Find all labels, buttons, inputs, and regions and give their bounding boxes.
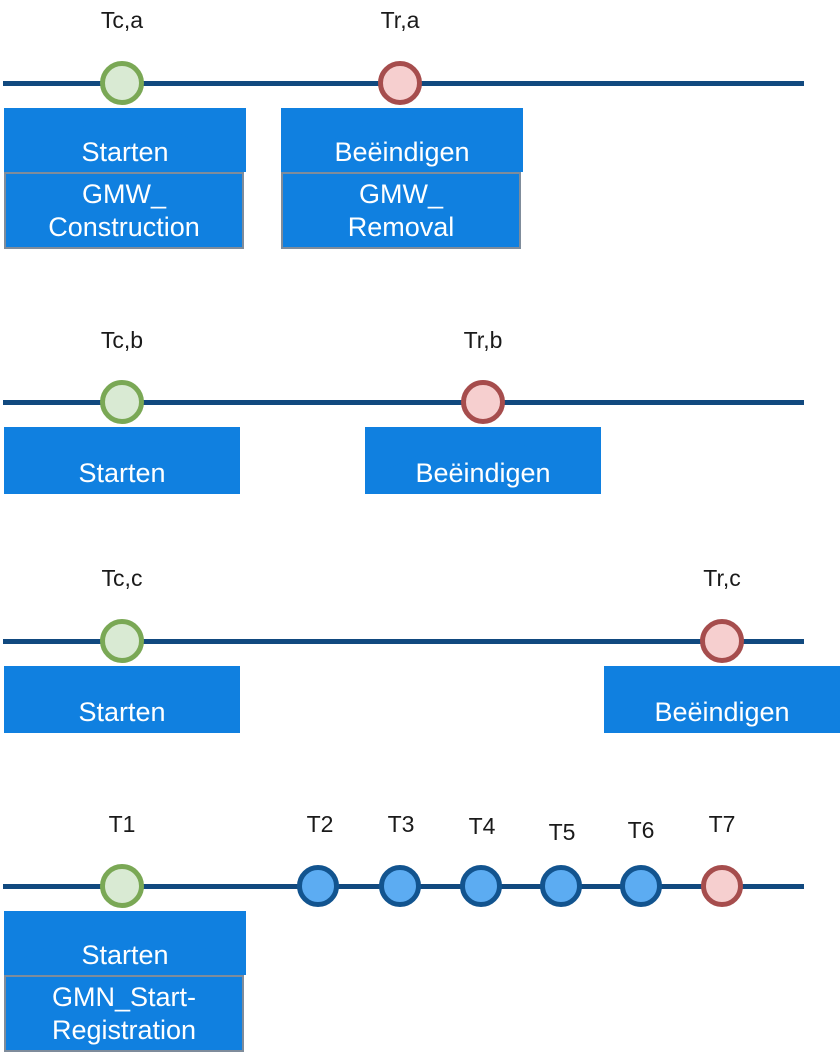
pennant-tr-b: Beëindigen — [365, 427, 601, 494]
pennant-roof-t1 — [4, 911, 246, 975]
marker-tr-a[interactable] — [378, 61, 422, 105]
pennant-tc-a: Starten — [4, 108, 246, 172]
node-label-tc-a: Tc,a — [100, 7, 144, 33]
node-label-t2: T2 — [306, 811, 334, 837]
info-box-t1: GMN_Start- Registration — [4, 975, 244, 1052]
info-box-tc-a: GMW_ Construction — [4, 172, 244, 249]
node-label-tr-c: Tr,c — [703, 565, 741, 591]
pennant-roof-tc-c — [4, 666, 240, 733]
marker-t3[interactable] — [379, 865, 421, 907]
marker-tr-c[interactable] — [700, 619, 744, 663]
marker-tc-b[interactable] — [100, 380, 144, 424]
marker-tc-c[interactable] — [100, 619, 144, 663]
info-box-line: GMN_Start- — [51, 981, 196, 1012]
node-label-tc-c: Tc,c — [101, 565, 143, 591]
timeline-axis-row-b — [3, 400, 804, 405]
marker-t4[interactable] — [460, 865, 502, 907]
pennant-t1: Starten — [4, 911, 246, 975]
node-label-t3: T3 — [387, 811, 415, 837]
marker-t1[interactable] — [100, 864, 144, 908]
pennant-roof-tr-b — [365, 427, 601, 494]
node-label-t7: T7 — [708, 811, 736, 837]
pennant-roof-tr-c — [604, 666, 840, 733]
timeline-axis-row-c — [3, 639, 804, 644]
marker-t5[interactable] — [540, 865, 582, 907]
marker-tr-b[interactable] — [461, 380, 505, 424]
node-label-t6: T6 — [627, 817, 655, 843]
pennant-tc-b: Starten — [4, 427, 240, 494]
info-box-tr-a: GMW_ Removal — [281, 172, 521, 249]
info-box-line: Registration — [51, 1014, 197, 1045]
pennant-tr-a: Beëindigen — [281, 108, 523, 172]
node-label-t4: T4 — [468, 813, 496, 839]
node-label-tr-b: Tr,b — [463, 327, 503, 353]
pennant-roof-tc-b — [4, 427, 240, 494]
pennant-tr-c: Beëindigen — [604, 666, 840, 733]
marker-tc-a[interactable] — [100, 61, 144, 105]
marker-t7[interactable] — [701, 865, 743, 907]
pennant-tc-c: Starten — [4, 666, 240, 733]
pennant-roof-tr-a — [281, 108, 523, 172]
node-label-tr-a: Tr,a — [380, 7, 420, 33]
marker-t6[interactable] — [620, 865, 662, 907]
node-label-t1: T1 — [108, 811, 136, 837]
info-box-line: Construction — [48, 211, 200, 242]
marker-t2[interactable] — [297, 865, 339, 907]
node-label-tc-b: Tc,b — [100, 327, 144, 353]
info-box-line: Removal — [347, 211, 455, 242]
info-box-line: GMW_ — [358, 178, 443, 209]
node-label-t5: T5 — [548, 819, 576, 845]
pennant-roof-tc-a — [4, 108, 246, 172]
info-box-line: GMW_ — [81, 178, 166, 209]
